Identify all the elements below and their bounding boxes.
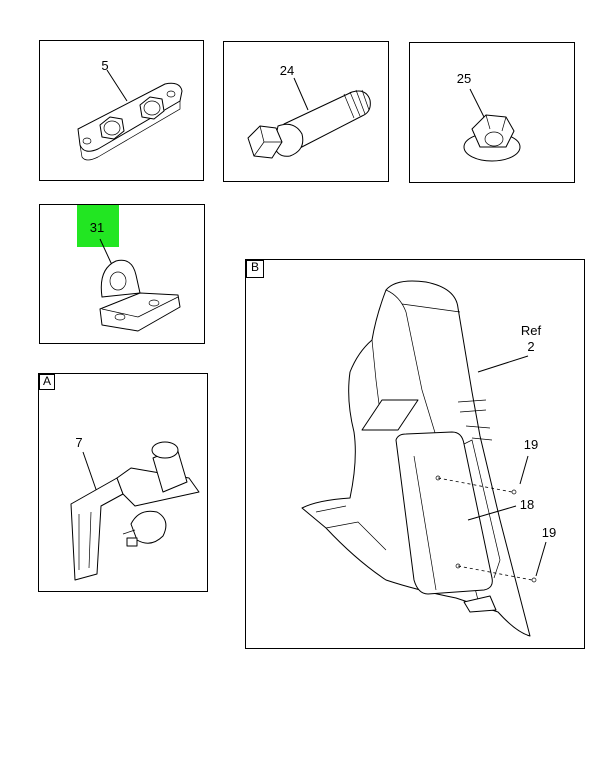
panel-view-a: A 7	[38, 373, 208, 592]
callout-24: 24	[279, 63, 295, 78]
callout-5: 5	[101, 58, 109, 73]
part-31-illustration	[99, 238, 181, 332]
part-5-illustration	[77, 69, 183, 161]
part-24-illustration	[247, 77, 371, 159]
callout-19-lower: 19	[541, 525, 557, 540]
callout-25: 25	[456, 71, 472, 86]
panel-part-25: 25	[409, 42, 575, 183]
part-31-highlight	[77, 205, 119, 247]
part-7-illustration	[70, 441, 200, 581]
callout-19-upper: 19	[523, 437, 539, 452]
callout-18: 18	[519, 497, 535, 512]
panel-view-b: B Ref 2 19 18 19	[245, 259, 585, 649]
panel-part-5: 5	[39, 40, 204, 181]
callout-31: 31	[89, 220, 105, 235]
callout-7: 7	[75, 435, 83, 450]
callout-ref-label: Ref	[520, 323, 542, 338]
view-tag-a: A	[39, 374, 55, 390]
part-25-illustration	[463, 88, 521, 162]
panel-b-illustration	[301, 280, 547, 637]
panel-part-24: 24	[223, 41, 389, 182]
callout-2: 2	[527, 339, 535, 354]
panel-part-31: 31	[39, 204, 205, 344]
view-tag-b: B	[246, 260, 264, 278]
